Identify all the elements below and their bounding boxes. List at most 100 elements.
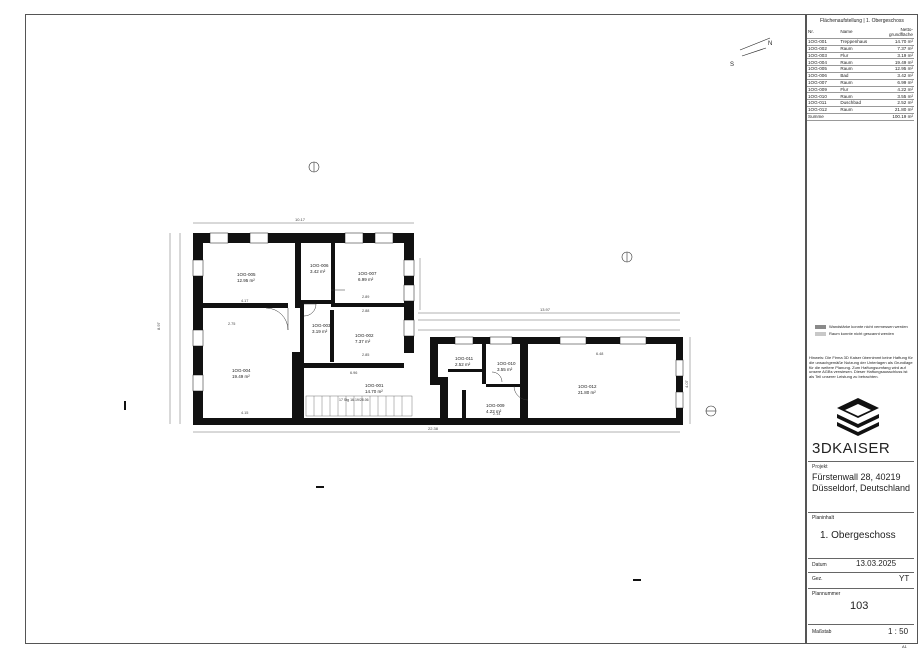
area-cell-nr: 1OG-002 bbox=[807, 45, 840, 53]
room-id-label: 1OG-006 bbox=[310, 263, 329, 268]
drawing-frame bbox=[25, 14, 807, 644]
area-cell-area: 2.52 m² bbox=[884, 99, 914, 107]
room-area-label: 4.22 m² bbox=[486, 409, 502, 414]
plan-content-label: Planinhalt bbox=[812, 515, 834, 521]
room-id-label: 1OG-011 bbox=[455, 356, 474, 361]
plan-number-value: 103 bbox=[850, 600, 869, 612]
legend-swatch-2 bbox=[815, 332, 826, 336]
area-cell-name: Bad bbox=[839, 72, 884, 80]
north-arrow-icon: N S bbox=[730, 37, 772, 68]
dim-r004-top: 2.75 bbox=[228, 322, 235, 326]
room-id-label: 1OG-004 bbox=[232, 368, 251, 373]
area-cell-name: Raum bbox=[839, 92, 884, 101]
room-id-label: 1OG-009 bbox=[486, 403, 505, 408]
dim-r001: 6.96 bbox=[350, 371, 357, 375]
area-cell-nr: 1OG-009 bbox=[807, 86, 840, 94]
sum-value: 100.19 m² bbox=[884, 113, 914, 121]
area-cell-name: Treppenhaus bbox=[839, 38, 884, 46]
svg-text:S: S bbox=[730, 62, 734, 68]
area-cell-nr: 1OG-007 bbox=[807, 79, 840, 87]
area-cell-nr: 1OG-004 bbox=[807, 58, 840, 67]
plan-number-label: Plannummer bbox=[812, 591, 841, 597]
stairs bbox=[305, 395, 413, 417]
date-label: Datum bbox=[812, 562, 827, 568]
area-cell-area: 3.19 m² bbox=[884, 52, 914, 60]
area-cell-nr: 1OG-012 bbox=[807, 106, 840, 114]
room-id-label: 1OG-012 bbox=[578, 384, 597, 389]
room-area-label: 3.19 m² bbox=[312, 329, 328, 334]
dim-top-total: 10.17 bbox=[295, 217, 306, 222]
dim-r005: 4.17 bbox=[241, 299, 248, 303]
disclaimer-text: Hinweis: Die Firma 3D Kaiser übernimmt k… bbox=[809, 355, 913, 380]
logo-cube-icon bbox=[837, 398, 879, 436]
scale-label: Maßstab bbox=[812, 629, 832, 635]
area-cell-area: 19.49 m² bbox=[884, 58, 914, 67]
stair-note: 17 Stg 16.19/28.06 bbox=[339, 398, 369, 402]
area-cell-name: Raum bbox=[839, 106, 884, 114]
area-cell-nr: 1OG-011 bbox=[807, 99, 840, 107]
dim-left-total: 8.97 bbox=[156, 321, 161, 330]
room-area-label: 21.80 m² bbox=[578, 390, 596, 395]
room-area-label: 14.70 m² bbox=[365, 389, 383, 394]
area-cell-area: 12.95 m² bbox=[884, 65, 914, 73]
area-cell-name: Flur bbox=[839, 52, 884, 60]
room-area-label: 19.49 m² bbox=[232, 374, 250, 379]
dim-r007b: 2.88 bbox=[362, 309, 369, 313]
col-name: Name bbox=[839, 26, 884, 39]
room-id-label: 1OG-001 bbox=[365, 383, 384, 388]
dim-r009: 2.14 bbox=[493, 412, 500, 416]
project-label: Projekt bbox=[812, 464, 828, 470]
area-cell-area: 4.22 m² bbox=[884, 86, 914, 94]
legend-text-2: Raum konnte nicht gescannt werden bbox=[829, 331, 894, 336]
legend-text-1: Wandstärke konnte nicht vermessen werden bbox=[829, 324, 908, 329]
room-id-label: 1OG-002 bbox=[355, 333, 374, 338]
project-line-1: Fürstenwall 28, 40219 bbox=[812, 472, 901, 482]
area-cell-area: 3.55 m² bbox=[884, 92, 914, 101]
dim-r012: 6.48 bbox=[596, 352, 603, 356]
scale-value: 1 : 50 bbox=[888, 627, 909, 636]
area-cell-nr: 1OG-001 bbox=[807, 38, 840, 46]
room-area-label: 7.37 m² bbox=[355, 339, 371, 344]
legend-swatch-1 bbox=[815, 325, 826, 329]
area-cell-name: Raum bbox=[839, 45, 884, 53]
area-cell-nr: 1OG-003 bbox=[807, 52, 840, 60]
svg-text:N: N bbox=[768, 41, 772, 47]
title-block bbox=[805, 14, 918, 644]
area-cell-name: Raum bbox=[839, 58, 884, 67]
dim-r002: 2.85 bbox=[362, 353, 369, 357]
area-cell-name: Duschbad bbox=[839, 99, 884, 107]
drawn-value: YT bbox=[899, 574, 910, 583]
area-table-title: Flächenaufstellung | 1. Obergeschoss bbox=[820, 18, 904, 24]
room-id-label: 1OG-007 bbox=[358, 271, 377, 276]
col-area: Netto-grundfläche bbox=[884, 26, 914, 39]
area-cell-area: 6.99 m² bbox=[884, 79, 914, 87]
room-area-label: 6.99 m² bbox=[358, 277, 374, 282]
dim-r007: 2.89 bbox=[362, 295, 369, 299]
dim-right-total: 13.97 bbox=[540, 307, 551, 312]
col-nr: Nr. bbox=[807, 26, 840, 39]
drawn-label: Gez. bbox=[812, 576, 823, 582]
area-cell-name: Flur bbox=[839, 86, 884, 94]
room-area-label: 2.52 m² bbox=[455, 362, 471, 367]
section-marker-icon bbox=[308, 161, 717, 417]
area-cell-nr: 1OG-006 bbox=[807, 72, 840, 80]
area-cell-name: Raum bbox=[839, 79, 884, 87]
room-id-label: 1OG-010 bbox=[497, 361, 516, 366]
area-cell-area: 14.70 m² bbox=[884, 38, 914, 46]
dim-right-side: 4.07 bbox=[684, 379, 689, 388]
room-area-label: 3.42 m² bbox=[310, 269, 326, 274]
room-id-label: 1OG-003 bbox=[312, 323, 331, 328]
